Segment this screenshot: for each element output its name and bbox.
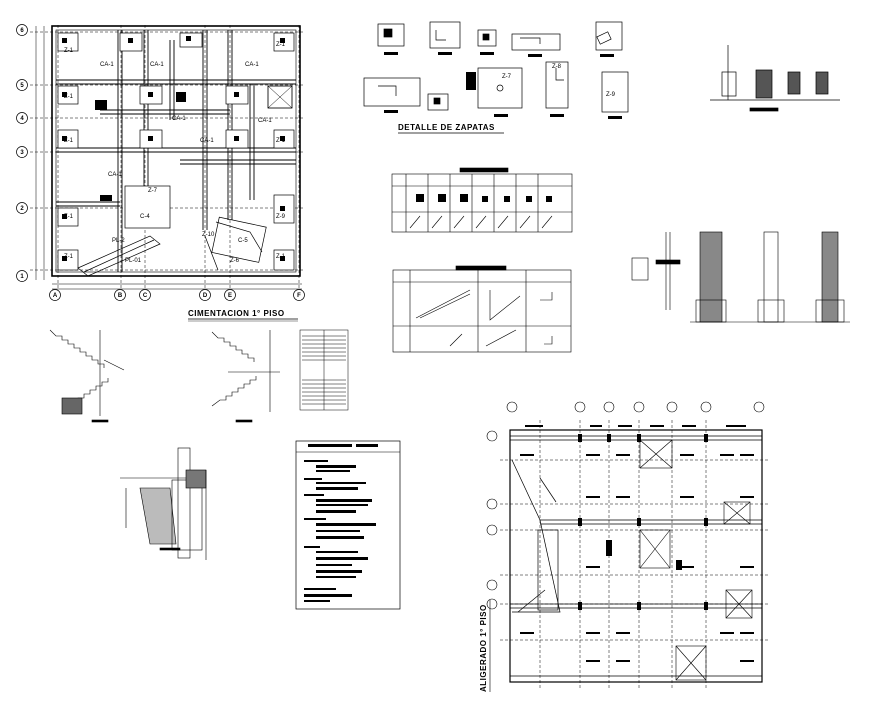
stair-plan-detail	[299, 329, 349, 411]
general-notes-box	[295, 440, 401, 610]
foundation-plan-title: CIMENTACION 1° PISO	[188, 309, 285, 318]
stair-schedule-table	[392, 265, 572, 353]
reinforcement-schedule-table	[391, 167, 573, 233]
label-z10: Z-10	[202, 232, 215, 238]
label-z1-g: Z-1	[276, 138, 286, 144]
label-z7: Z-7	[148, 188, 158, 194]
row-axis-4: 4	[20, 116, 24, 122]
footing-details: Z-7 Z-8 Z-9 DETALLE DE ZAPATAS	[363, 21, 629, 134]
label-ca1-b: CA-1	[150, 62, 164, 68]
row-axis-2: 2	[20, 206, 24, 212]
footing-label-z7: Z-7	[502, 74, 512, 80]
label-z1-c: Z-1	[64, 138, 74, 144]
label-z1-f: Z-1	[276, 42, 286, 48]
column-wall-details	[631, 231, 850, 323]
label-ca1-c: CA-1	[245, 62, 259, 68]
footing-details-title: DETALLE DE ZAPATAS	[398, 123, 495, 132]
label-z1-e: Z-1	[64, 254, 74, 260]
framing-plan-title: ALIGERADO 1° PISO	[479, 604, 488, 692]
label-c5: C-5	[238, 238, 248, 244]
label-z1-a: Z-1	[64, 48, 74, 54]
label-ca1-e: CA-1	[200, 138, 214, 144]
row-axis-5: 5	[20, 83, 24, 89]
col-axis-c: C	[143, 293, 148, 299]
label-c4: C-4	[140, 214, 150, 220]
label-ca1-g: CA-1	[172, 116, 186, 122]
stair-section-a	[49, 329, 125, 423]
footing-label-z8: Z-8	[552, 64, 562, 70]
row-axis-1: 1	[20, 274, 24, 280]
label-z6: Z-6	[230, 258, 240, 264]
col-axis-f: F	[297, 293, 301, 299]
column-sections-small	[710, 45, 840, 112]
label-z1-b: Z-1	[64, 94, 74, 100]
col-axis-b: B	[118, 293, 123, 299]
wall-footing-section	[120, 447, 207, 560]
label-z1-h: Z-1	[276, 254, 286, 260]
col-axis-a: A	[53, 293, 58, 299]
label-z1-d: Z-1	[64, 214, 74, 220]
label-ca1-d: CA-1	[108, 172, 122, 178]
stair-section-b	[211, 330, 280, 423]
footing-label-z9: Z-9	[606, 92, 616, 98]
label-pl01: PL-01	[125, 258, 142, 264]
col-axis-d: D	[203, 293, 208, 299]
label-z9: Z-9	[276, 214, 286, 220]
row-axis-3: 3	[20, 150, 24, 156]
framing-plan: ALIGERADO 1° PISO	[479, 401, 770, 692]
row-axis-6: 6	[20, 28, 24, 34]
label-pl2: PL-2	[112, 238, 125, 244]
col-axis-e: E	[228, 293, 232, 299]
foundation-plan: 6 5 4 3 2 1 A B C D E F Z-1 Z-1 Z-1 Z-1 …	[16, 24, 305, 322]
label-ca1-a: CA-1	[100, 62, 114, 68]
label-ca1-f: CA-1	[258, 118, 272, 124]
